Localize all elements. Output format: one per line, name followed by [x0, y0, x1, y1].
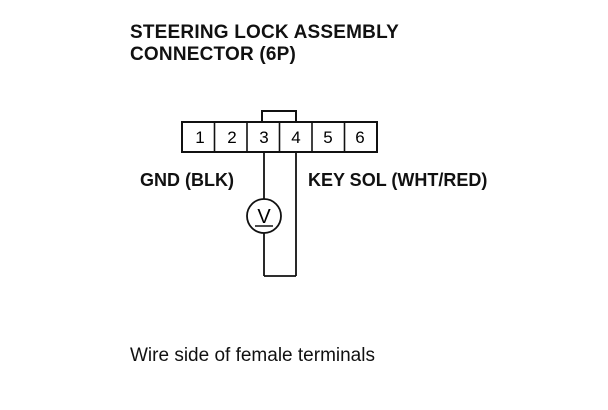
- pin-1: 1: [195, 128, 204, 147]
- gnd-wire-label: GND (BLK): [140, 170, 234, 190]
- title-line-1: STEERING LOCK ASSEMBLY: [130, 22, 400, 43]
- voltmeter-icon: [246, 198, 282, 234]
- pin-3: 3: [259, 128, 268, 147]
- test-wiring: [263, 152, 297, 277]
- pin-numbers: 1 2 3 4 5 6: [195, 128, 364, 147]
- key-sol-wire-label: KEY SOL (WHT/RED): [308, 170, 488, 190]
- pin-4: 4: [291, 128, 300, 147]
- pin-dividers: [213, 122, 346, 152]
- diagram-caption: Wire side of female terminals: [130, 345, 375, 366]
- diagram-title: STEERING LOCK ASSEMBLY CONNECTOR (6P): [130, 22, 399, 66]
- pin-2: 2: [227, 128, 236, 147]
- title-line-2: CONNECTOR (6P): [130, 44, 297, 65]
- pin-5: 5: [323, 128, 332, 147]
- pin-6: 6: [355, 128, 364, 147]
- voltmeter-symbol: V: [257, 206, 271, 228]
